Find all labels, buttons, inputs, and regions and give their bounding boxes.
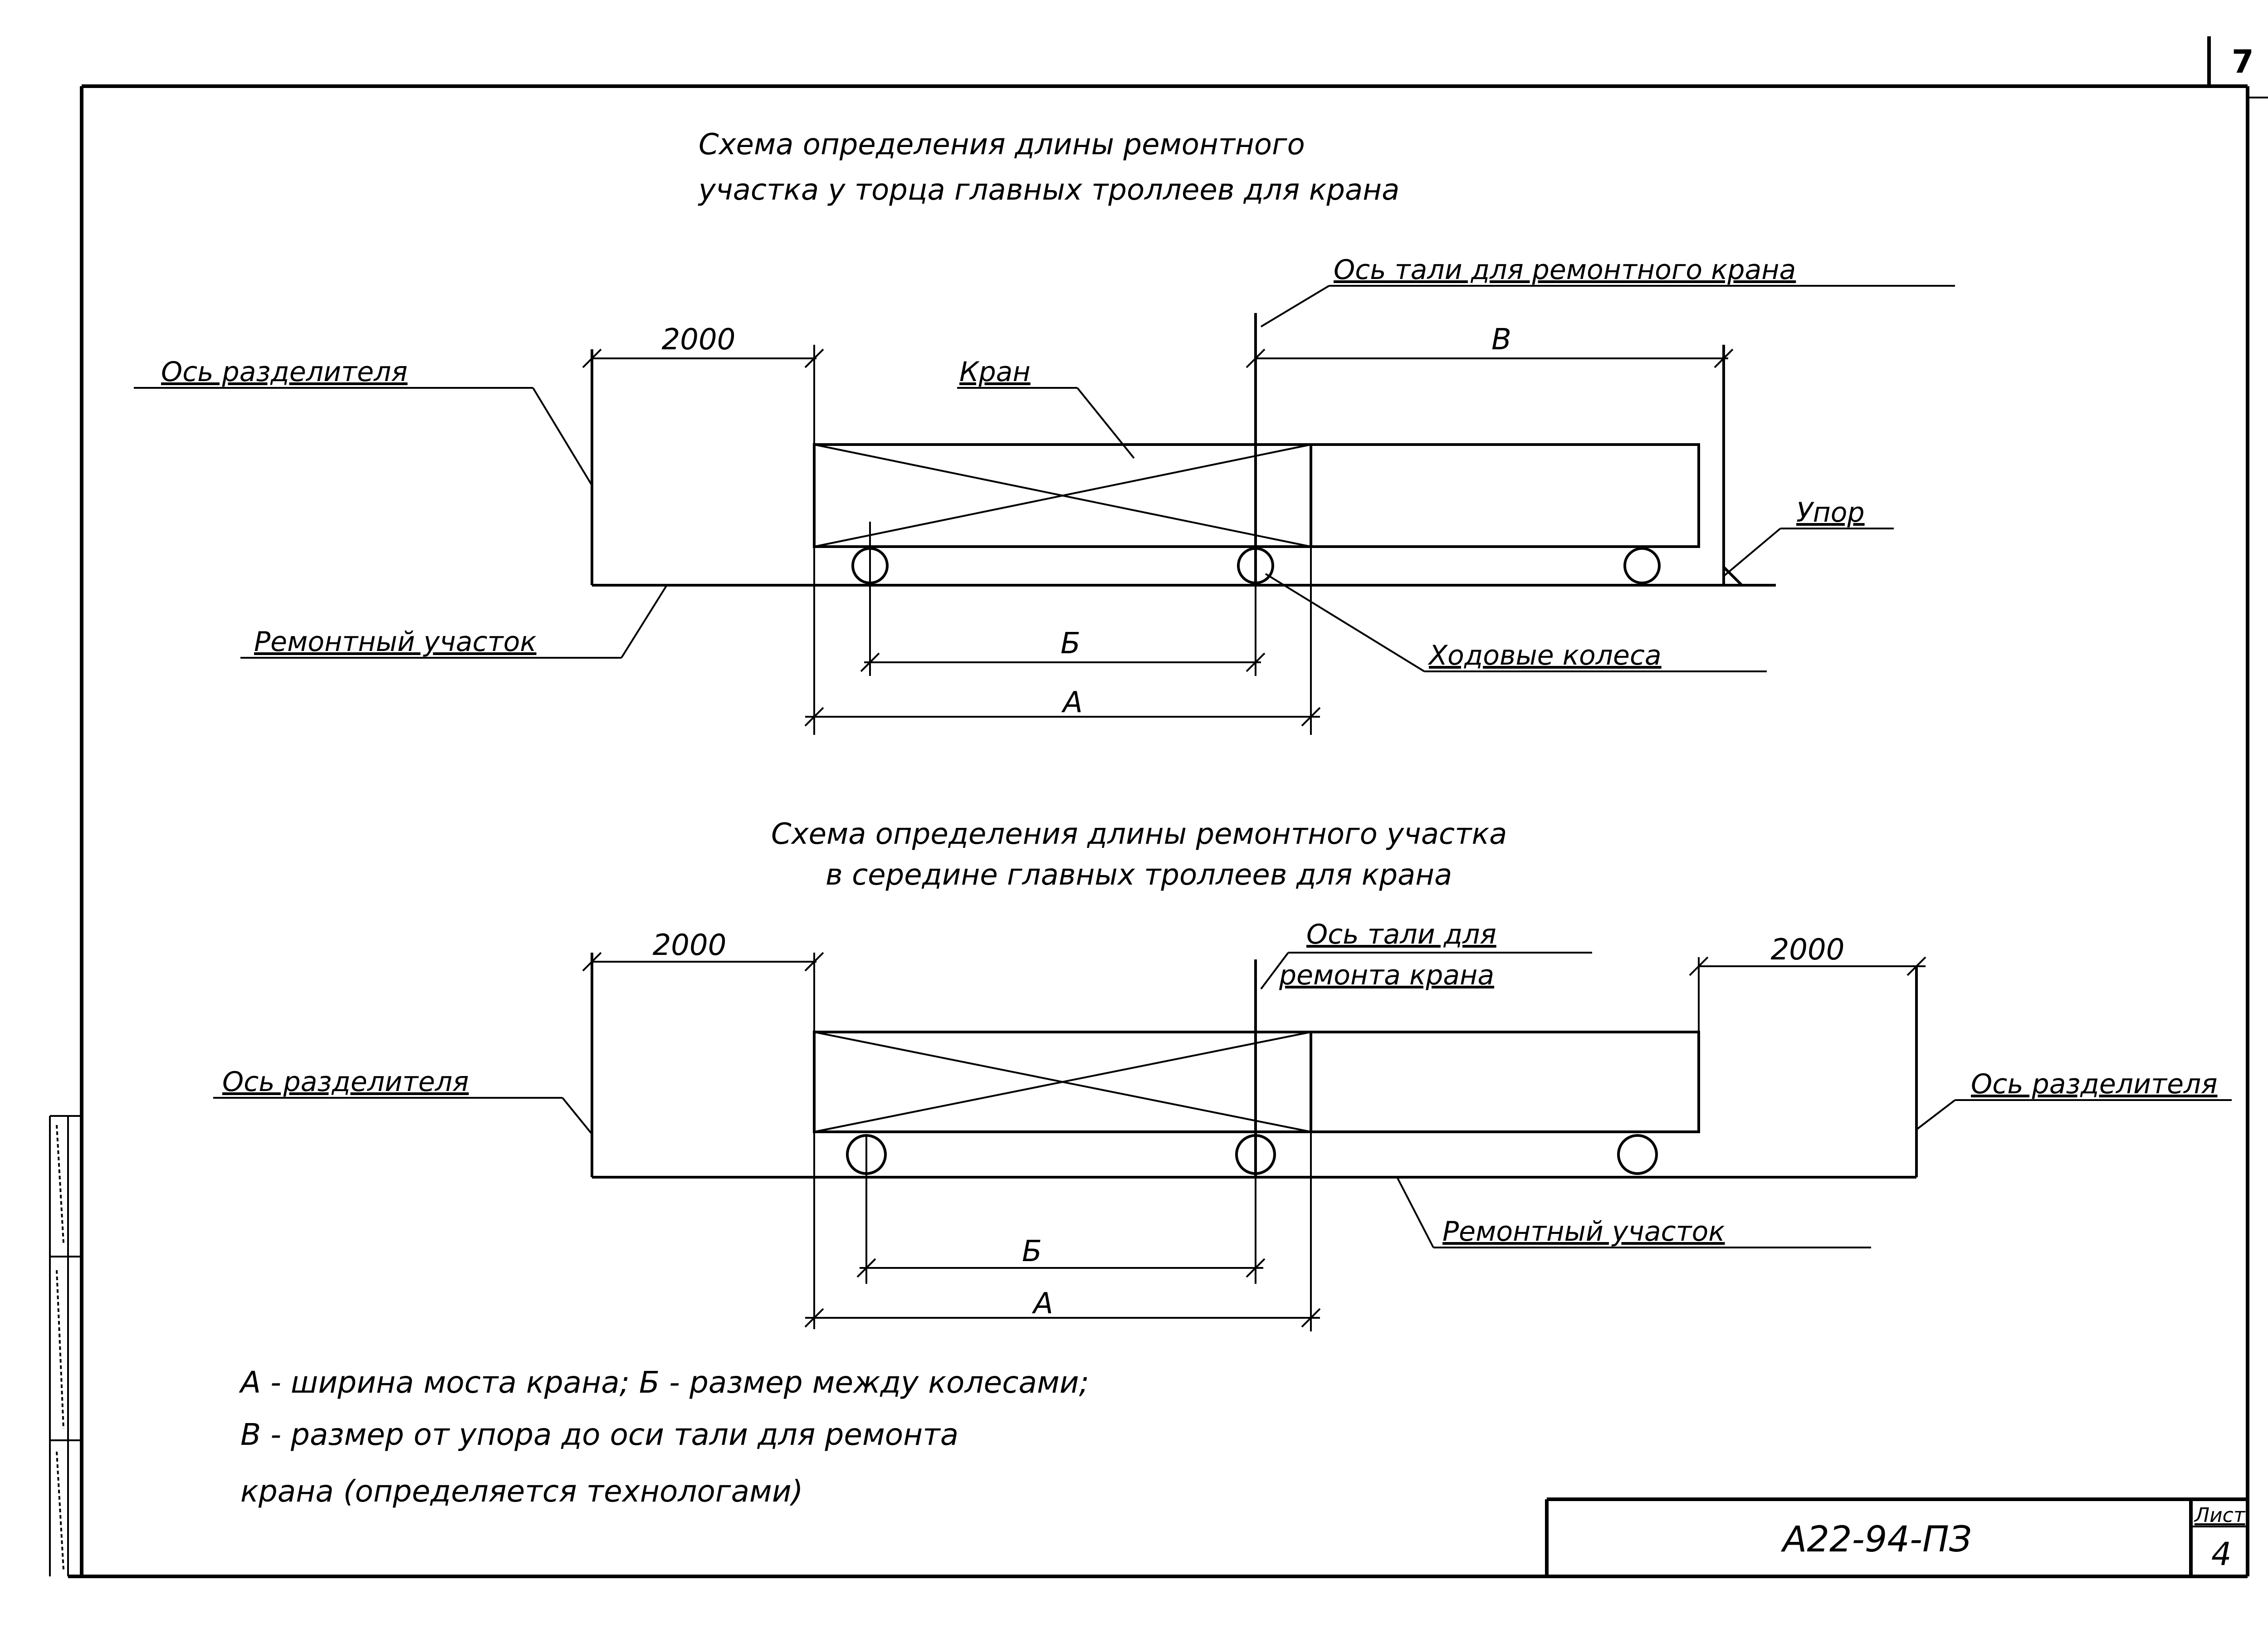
diagram-1-leader-hoist-axis [1260, 285, 1955, 328]
diagram-2-leader-divider-axis-left [213, 1097, 593, 1135]
diagram-1-crane [813, 443, 1312, 548]
diagram-1-label-hoist-axis: Ось тали для ремонтного крана [1334, 254, 1796, 286]
diagram-2-label-divider-axis-right: Ось разделителя [1971, 1068, 2217, 1100]
title-block-sheet-number: 4 [2211, 1536, 2232, 1573]
diagram-1-leader-wheels [1265, 573, 1767, 672]
document-code: А22-94-ПЗ [1780, 1519, 1972, 1560]
diagram-1-leader-repair-section [240, 584, 668, 659]
diagram-2-label-hoist-axis-line-2: ремонта крана [1279, 959, 1494, 991]
diagram-2: Схема определения длины ремонтного участ… [213, 817, 2232, 1331]
note-line-1: А - ширина моста крана; Б - размер между… [239, 1365, 1089, 1400]
diagram-1-dim-v-label: В [1491, 323, 1511, 357]
diagram-1-dim-2000-label: 2000 [662, 323, 736, 357]
diagram-1-label-stop: Упор [1796, 497, 1865, 528]
diagram-1-label-wheels: Ходовые колеса [1427, 640, 1662, 671]
diagram-1-title-line-1: Схема определения длины ремонтного [699, 128, 1305, 161]
note-line-3: крана (определяется технологами) [240, 1474, 803, 1509]
diagram-1: Схема определения длины ремонтного участ… [134, 128, 1955, 735]
title-block-sheet-label: Лист [2194, 1504, 2246, 1527]
diagram-1-leader-crane [957, 387, 1135, 459]
diagram-1-wheel-3 [1623, 547, 1661, 584]
diagram-2-dim-a-label: А [1031, 1287, 1053, 1321]
corner-sheet-number: 7 [2232, 43, 2254, 80]
diagram-2-leader-repair-section [1396, 1177, 1871, 1248]
diagram-2-title-line-1: Схема определения длины ремонтного участ… [771, 817, 1507, 851]
diagram-1-dim-2000 [582, 345, 824, 599]
diagram-2-dim-b-label: Б [1022, 1235, 1042, 1268]
diagram-2-dim-b [856, 1134, 1266, 1284]
diagram-2-dim-2000-right-label: 2000 [1771, 933, 1845, 967]
diagram-1-dim-a-label: А [1061, 686, 1083, 719]
diagram-1-dim-b [860, 522, 1266, 676]
diagram-1-dim-a [804, 547, 1321, 735]
diagram-1-label-crane: Кран [959, 356, 1031, 388]
side-stamp-strip [49, 1115, 82, 1576]
title-block [1545, 1497, 2248, 1576]
diagram-2-dim-2000-left-label: 2000 [653, 929, 727, 962]
diagram-2-label-repair-section: Ремонтный участок [1442, 1216, 1725, 1248]
diagram-2-label-divider-axis-left: Ось разделителя [222, 1066, 469, 1098]
diagram-1-leader-stop [1723, 528, 1894, 577]
diagram-2-label-hoist-axis-line-1: Ось тали для [1306, 919, 1496, 950]
diagram-2-leader-divider-axis-right [1916, 1099, 2232, 1130]
diagram-1-leader-divider-axis [134, 387, 593, 486]
diagram-2-crane [813, 1031, 1312, 1133]
diagram-1-dim-b-label: Б [1061, 627, 1080, 660]
diagram-2-dim-2000-left [582, 952, 824, 1329]
diagram-2-title-line-2: в середине главных троллеев для крана [826, 858, 1452, 892]
diagram-1-label-divider-axis: Ось разделителя [161, 356, 407, 388]
diagram-2-dim-2000-right [1689, 956, 1926, 1032]
diagram-1-title-line-2: участка у торца главных троллеев для кра… [698, 173, 1399, 207]
drawing-frame [68, 36, 2268, 1578]
legend-notes: А - ширина моста крана; Б - размер между… [239, 1365, 1089, 1509]
diagram-2-crane-extension [1311, 1031, 1700, 1133]
note-line-2: В - размер от упора до оси тали для ремо… [240, 1417, 958, 1452]
diagram-1-label-repair-section: Ремонтный участок [254, 626, 537, 658]
diagram-2-wheel-3 [1617, 1134, 1658, 1175]
diagram-1-dim-v [1246, 348, 1734, 368]
diagram-1-stop-mark [1722, 566, 1743, 587]
diagram-2-leader-hoist-axis [1260, 952, 1592, 990]
side-stamp-marks [56, 1125, 64, 1570]
diagram-1-crane-extension [1311, 443, 1700, 548]
diagram-2-dim-a [804, 1132, 1321, 1331]
